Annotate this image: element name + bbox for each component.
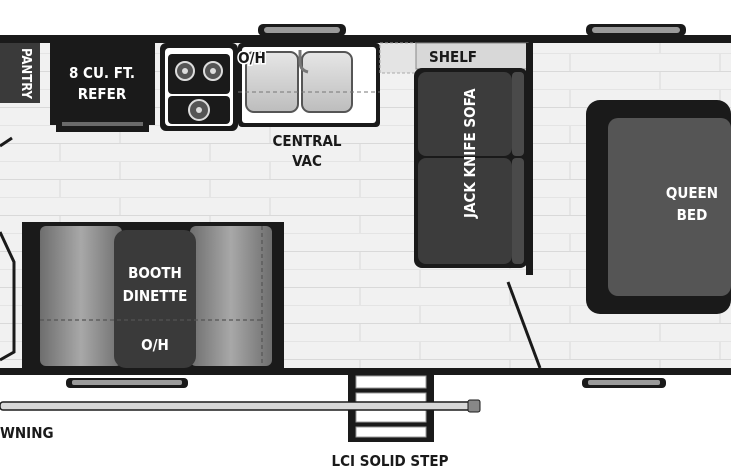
door-swing	[506, 281, 542, 369]
central-vac-label-1: CENTRAL	[272, 132, 341, 150]
refer-label-1: 8 CU. FT.	[69, 64, 135, 82]
pantry	[0, 43, 40, 103]
partition-wall	[526, 43, 533, 275]
dinette-label-2: DINETTE	[123, 287, 188, 305]
refer-label-2: REFER	[78, 85, 127, 103]
bed-label-1: QUEEN	[666, 184, 718, 202]
shelf-strip	[379, 42, 421, 74]
step-label: LCI SOLID STEP	[332, 452, 449, 469]
refrigerator	[50, 43, 155, 125]
shelf-label: SHELF	[429, 48, 477, 66]
top-wall	[0, 35, 731, 43]
sofa-label: JACK KNIFE SOFA	[461, 88, 479, 219]
overhead-dinette-label: O/H	[141, 336, 169, 354]
sink-basin	[245, 51, 299, 113]
faucet-icon	[298, 50, 309, 74]
awning-label: WNING	[0, 424, 54, 442]
overhead-kitchen-label: O/H	[238, 49, 266, 67]
sink-basin	[301, 51, 353, 113]
dinette-label-1: BOOTH	[128, 264, 182, 282]
shelf	[415, 42, 529, 70]
entry-door	[0, 231, 16, 362]
dinette-table	[114, 230, 196, 368]
dinette-seat-right	[190, 226, 272, 366]
bed-label-2: BED	[677, 206, 708, 224]
awning-bar	[0, 401, 479, 411]
dinette-seat-left	[40, 226, 122, 366]
central-vac-label-2: VAC	[292, 152, 322, 170]
pantry-label: PANTRY	[18, 48, 33, 99]
